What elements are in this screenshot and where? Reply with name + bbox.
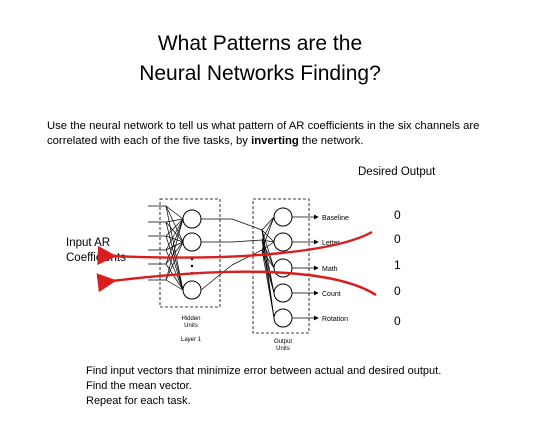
connection-line xyxy=(261,216,275,241)
desired-value-baseline: 0 xyxy=(394,208,401,222)
task-label-baseline: Baseline xyxy=(322,215,349,222)
connection-line xyxy=(165,218,184,237)
footer-step-2: Find the mean vector. xyxy=(86,380,192,392)
connection-line xyxy=(261,239,275,243)
hidden-node xyxy=(182,232,202,252)
footer-step-1: Find input vectors that minimize error b… xyxy=(86,365,442,377)
hidden-units-caption-1: Hidden xyxy=(181,316,200,322)
footer-step-3: Repeat for each task. xyxy=(86,395,191,407)
network-connections xyxy=(148,205,275,319)
connection-line xyxy=(165,241,184,281)
desired-value-count: 0 xyxy=(394,284,401,298)
output-arrows xyxy=(292,214,319,321)
hidden-units-caption-2: Units xyxy=(184,323,198,329)
intro-part-2: the network. xyxy=(298,135,364,147)
hidden-layer-caption: Layer 1 xyxy=(181,337,202,343)
desired-output-label: Desired Output xyxy=(358,166,436,178)
connection-line xyxy=(261,216,275,231)
red-arrow-upper xyxy=(97,230,373,265)
intro-text: Use the neural network to tell us what p… xyxy=(47,119,527,149)
connection-line xyxy=(231,249,263,266)
task-label-rotation: Rotation xyxy=(322,316,348,323)
connection-line xyxy=(261,229,275,243)
title-line-1: What Patterns are the xyxy=(157,32,363,55)
connection-line xyxy=(165,218,184,251)
connection-line xyxy=(231,239,263,243)
connection-line xyxy=(261,241,275,251)
output-node xyxy=(273,232,293,252)
connection-line xyxy=(261,216,275,251)
red-arrow-lower xyxy=(96,270,377,297)
connection-line xyxy=(200,264,233,291)
hidden-node xyxy=(182,280,202,300)
task-label-math: Math xyxy=(322,266,338,273)
task-label-letter: Letter xyxy=(322,240,341,247)
connection-line xyxy=(165,241,184,265)
connection-line xyxy=(261,249,275,319)
output-units-caption-1: Output xyxy=(274,339,292,345)
connection-line xyxy=(165,221,184,243)
hidden-ellipsis xyxy=(190,257,194,275)
output-units-caption-2: Units xyxy=(276,346,290,352)
desired-value-rotation: 0 xyxy=(394,314,401,328)
footer-steps: Find input vectors that minimize error b… xyxy=(86,364,441,409)
output-layer-box xyxy=(252,198,310,334)
output-units xyxy=(273,207,293,328)
desired-value-math: 1 xyxy=(394,258,401,272)
connection-line xyxy=(165,218,184,223)
output-node xyxy=(273,207,293,227)
connection-line xyxy=(165,218,184,281)
output-node xyxy=(273,283,293,303)
hidden-units xyxy=(182,209,202,300)
connection-line xyxy=(165,241,184,251)
output-node xyxy=(273,308,293,328)
task-label-count: Count xyxy=(322,291,341,298)
title-line-2: Neural Networks Finding? xyxy=(139,62,381,85)
connection-line xyxy=(261,249,275,269)
connection-line xyxy=(231,218,263,231)
intro-part-1: Use the neural network to tell us what p… xyxy=(47,120,480,147)
hidden-node xyxy=(182,209,202,229)
connection-line xyxy=(165,263,184,291)
hidden-layer-box xyxy=(159,198,221,308)
connection-line xyxy=(165,205,184,220)
connection-line xyxy=(165,235,184,243)
intro-bold-word: inverting xyxy=(251,135,299,147)
connection-line xyxy=(165,279,184,291)
connection-line xyxy=(165,205,184,291)
connection-line xyxy=(165,205,184,243)
desired-value-letter: 0 xyxy=(394,232,401,246)
